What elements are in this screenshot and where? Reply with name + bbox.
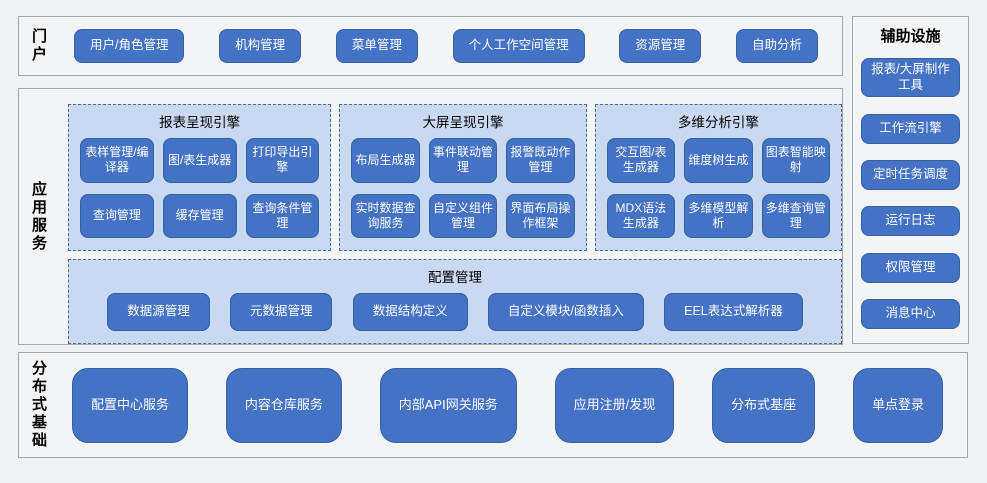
infra-button-sso[interactable]: 单点登录 [852, 367, 943, 443]
report-engine-title: 报表呈现引擎 [159, 115, 241, 130]
bigscreen-engine-panel: 大屏呈现引擎 布局生成器 事件联动管理 报警既动作管理 实时数据查询服务 自定义… [339, 104, 587, 251]
infra-button-distributed-base[interactable]: 分布式基座 [712, 367, 816, 443]
config-button-eel-parser[interactable]: EEL表达式解析器 [664, 292, 803, 331]
engine-button[interactable]: 查询管理 [80, 193, 154, 238]
engine-button[interactable]: 表样管理/编译器 [80, 138, 154, 183]
auxiliary-facilities-title: 辅助设施 [880, 28, 941, 45]
distributed-foundation-section: 分布式基础 配置中心服务 内容仓库服务 内部API网关服务 应用注册/发现 分布… [18, 352, 968, 458]
portal-section: 门户 用户/角色管理 机构管理 菜单管理 个人工作空间管理 资源管理 自助分析 [18, 16, 843, 76]
aux-button-workflow-engine[interactable]: 工作流引擎 [861, 113, 960, 144]
infra-button-app-registry[interactable]: 应用注册/发现 [554, 367, 675, 443]
config-button-row: 数据源管理 元数据管理 数据结构定义 自定义模块/函数插入 EEL表达式解析器 [69, 286, 841, 343]
olap-engine-title: 多维分析引擎 [677, 115, 759, 130]
engine-button[interactable]: 界面布局操作框架 [506, 193, 575, 238]
engine-button[interactable]: 自定义组件管理 [428, 193, 498, 238]
config-button-metadata[interactable]: 元数据管理 [229, 292, 333, 331]
portal-button-row: 用户/角色管理 机构管理 菜单管理 个人工作空间管理 资源管理 自助分析 [74, 29, 818, 63]
portal-section-label: 门户 [30, 28, 47, 64]
config-management-panel: 配置管理 数据源管理 元数据管理 数据结构定义 自定义模块/函数插入 EEL表达… [68, 259, 842, 344]
engine-button[interactable]: 布局生成器 [351, 138, 420, 183]
infra-button-api-gateway[interactable]: 内部API网关服务 [379, 367, 517, 443]
portal-button-self-analysis[interactable]: 自助分析 [735, 29, 818, 63]
app-services-section-label: 应用服务 [30, 180, 47, 253]
engine-row: 报表呈现引擎 表样管理/编译器 图/表生成器 打印导出引擎 查询管理 缓存管理 … [68, 104, 842, 251]
portal-button-resource[interactable]: 资源管理 [619, 29, 702, 63]
distributed-foundation-label: 分布式基础 [30, 360, 47, 450]
config-button-datastructure[interactable]: 数据结构定义 [352, 292, 468, 331]
engine-button[interactable]: 维度树生成 [684, 138, 753, 183]
engine-button[interactable]: 多维模型解析 [684, 193, 753, 238]
config-button-datasource[interactable]: 数据源管理 [107, 292, 210, 331]
infra-button-content-repo[interactable]: 内容仓库服务 [225, 367, 342, 443]
auxiliary-facilities-section: 辅助设施 报表/大屏制作工具 工作流引擎 定时任务调度 运行日志 权限管理 消息… [852, 16, 969, 344]
aux-button-column: 报表/大屏制作工具 工作流引擎 定时任务调度 运行日志 权限管理 消息中心 [861, 58, 960, 329]
engine-button[interactable]: 图表智能映射 [761, 138, 830, 183]
report-engine-grid: 表样管理/编译器 图/表生成器 打印导出引擎 查询管理 缓存管理 查询条件管理 [69, 131, 330, 250]
engine-button[interactable]: 报警既动作管理 [506, 138, 575, 183]
olap-engine-grid: 交互图/表生成器 维度树生成 图表智能映射 MDX语法生成器 多维模型解析 多维… [596, 131, 841, 250]
portal-button-menu[interactable]: 菜单管理 [335, 29, 418, 63]
aux-button-task-scheduler[interactable]: 定时任务调度 [861, 159, 960, 190]
aux-button-report-tool[interactable]: 报表/大屏制作工具 [861, 58, 960, 98]
infra-button-config-center[interactable]: 配置中心服务 [72, 367, 189, 443]
engine-button[interactable]: 图/表生成器 [162, 138, 237, 183]
report-engine-panel: 报表呈现引擎 表样管理/编译器 图/表生成器 打印导出引擎 查询管理 缓存管理 … [68, 104, 332, 251]
engine-button[interactable]: 交互图/表生成器 [606, 138, 676, 183]
config-button-custom-module[interactable]: 自定义模块/函数插入 [487, 292, 644, 331]
bigscreen-engine-grid: 布局生成器 事件联动管理 报警既动作管理 实时数据查询服务 自定义组件管理 界面… [340, 131, 585, 250]
app-services-section: 应用服务 报表呈现引擎 表样管理/编译器 图/表生成器 打印导出引擎 查询管理 … [18, 88, 843, 345]
aux-button-permission[interactable]: 权限管理 [861, 252, 960, 283]
infra-button-row: 配置中心服务 内容仓库服务 内部API网关服务 应用注册/发现 分布式基座 单点… [72, 367, 943, 443]
engine-button[interactable]: 多维查询管理 [761, 193, 830, 238]
engine-button[interactable]: MDX语法生成器 [606, 193, 676, 238]
engine-button[interactable]: 查询条件管理 [245, 193, 320, 238]
portal-button-org[interactable]: 机构管理 [219, 29, 302, 63]
olap-engine-panel: 多维分析引擎 交互图/表生成器 维度树生成 图表智能映射 MDX语法生成器 多维… [594, 104, 842, 251]
portal-button-workspace[interactable]: 个人工作空间管理 [452, 29, 585, 63]
aux-button-run-log[interactable]: 运行日志 [861, 206, 960, 237]
engine-button[interactable]: 缓存管理 [162, 193, 237, 238]
portal-button-user-role[interactable]: 用户/角色管理 [74, 29, 185, 63]
engine-button[interactable]: 事件联动管理 [428, 138, 498, 183]
bigscreen-engine-title: 大屏呈现引擎 [422, 115, 504, 130]
engine-button[interactable]: 实时数据查询服务 [351, 193, 420, 238]
engine-button[interactable]: 打印导出引擎 [245, 138, 320, 183]
config-management-title: 配置管理 [428, 270, 482, 285]
aux-button-message-center[interactable]: 消息中心 [861, 298, 960, 329]
